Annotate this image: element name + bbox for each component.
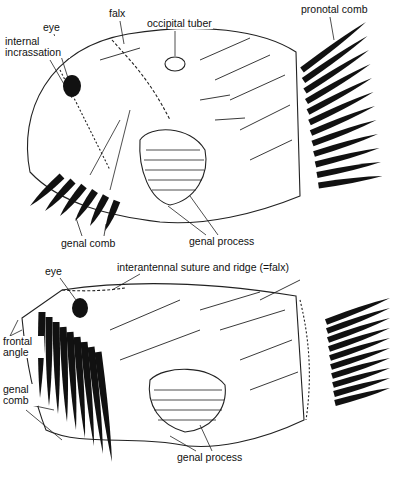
pronotum-edge	[300, 300, 309, 420]
pronotal-comb-spine	[318, 176, 382, 188]
genal-process	[140, 130, 206, 205]
genal-process-stripes	[144, 150, 204, 190]
part-label: genal comb	[2, 384, 38, 406]
genal-process	[149, 369, 225, 432]
falx-ridge	[112, 40, 170, 120]
part-label: genal process	[188, 236, 255, 247]
pronotal-comb-spine	[302, 36, 368, 83]
genal-comb-spine	[95, 352, 112, 462]
head-outline	[22, 284, 304, 447]
part-label: internal incrassation	[4, 36, 70, 58]
part-label: genal comb	[60, 238, 116, 249]
occipital-tuber	[165, 57, 185, 71]
part-label: occipital tuber	[146, 18, 213, 29]
incrassation	[60, 70, 110, 170]
part-label: eye	[42, 22, 61, 33]
part-label: genal process	[176, 452, 243, 463]
antenna	[90, 110, 130, 190]
genal-comb-spine	[53, 322, 61, 414]
part-label: falx	[108, 8, 126, 19]
genal-comb-spine	[105, 200, 120, 231]
pronotal-comb-spine	[316, 162, 381, 178]
genal-comb-spine	[45, 317, 52, 406]
pronotal-comb-spine	[334, 388, 390, 406]
pronotal-comb-spine	[300, 22, 366, 72]
genal-comb-spine	[90, 194, 109, 226]
genal-comb-spine	[30, 173, 64, 206]
part-label: pronotal comb	[300, 4, 369, 15]
part-label: frontal angle	[2, 336, 44, 358]
leader-lines	[10, 17, 334, 451]
eye	[72, 298, 88, 318]
eye	[63, 75, 81, 97]
bristles	[110, 280, 300, 390]
part-label: eye	[44, 266, 63, 277]
part-label: interantennal suture and ridge (=falx)	[116, 262, 290, 273]
genal-process-stripes	[152, 390, 224, 420]
bristles	[100, 38, 292, 160]
pronotal-comb-spine	[313, 134, 378, 157]
genal-comb-spine	[60, 327, 69, 422]
